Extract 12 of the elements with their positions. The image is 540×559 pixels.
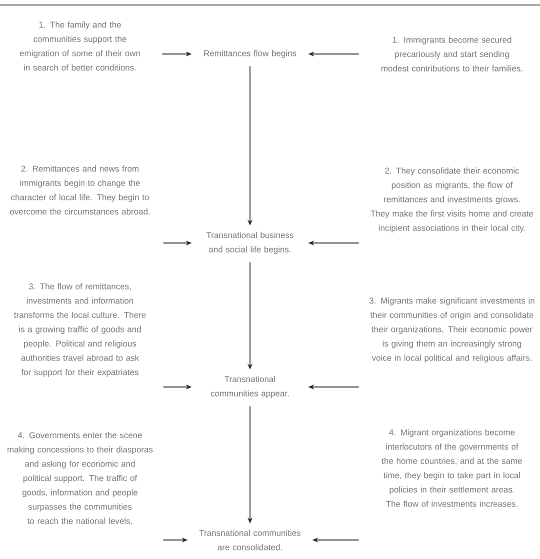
stage-text: Transnational business and social life begins. bbox=[206, 232, 294, 254]
description-text: 3. The flow of remittances, investments and information transforms the local culture. There is a growing traffic of goods and people. Political and religious authorities travel abroad to ask for support for their expatriates bbox=[14, 283, 146, 377]
description-text: 3. Migrants make significant investments in their communities of origin and consolidate their organizations. Their economic power is giving them an increasingly strong voice in local political and religious affairs. bbox=[369, 297, 534, 363]
description-text: 1. The family and the communities support the emigration of some of their own in search of better conditions. bbox=[20, 21, 140, 71]
stage-text: Transnational communities appear. bbox=[210, 376, 289, 398]
description-text: 2. They consolidate their economic position as migrants, the flow of remittances and investments grows. They make the first visits home and create incipient associations in their local city. bbox=[370, 167, 534, 233]
description-text: 4. Governments enter the scene making concessions to their diasporas and asking for economic and political support. The traffic of goods, information and people surpasses the communities to reach the national levels. bbox=[8, 432, 153, 524]
stage-text: Remittances flow begins bbox=[204, 50, 296, 58]
description-text: 1. Immigrants become secured precariously and start sending modest contributions to their families. bbox=[381, 36, 522, 72]
description-text: 4. Migrant organizations become interlocutors of the governments of the home countries, and at the same time, they begin to take part in local policies in their settlement areas. The flow of investments increases. bbox=[382, 429, 522, 507]
stage-text: Transnational communities are consolidated. bbox=[199, 530, 301, 550]
description-text: 2. Remittances and news from immigrants begin to change the character of local life. They begin to overcome the circumstances abroad. bbox=[10, 165, 150, 215]
